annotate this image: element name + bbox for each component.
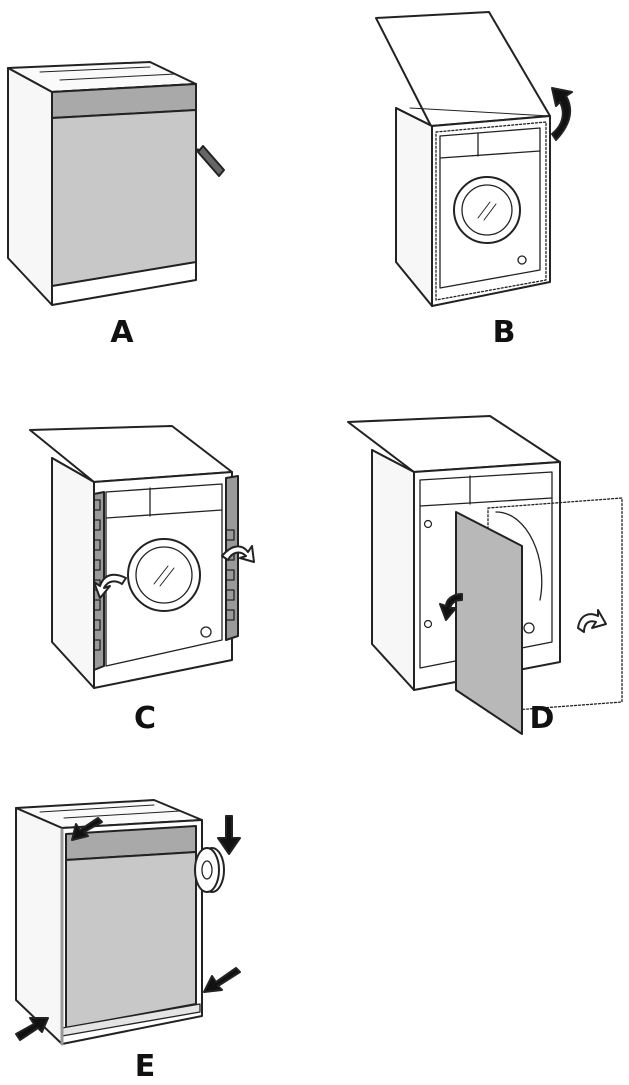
arrow-bottom-left-icon xyxy=(15,1017,49,1041)
panel-d-door-panel xyxy=(455,511,523,735)
swing-left-arrow-icon xyxy=(439,593,463,621)
panel-c-illustration xyxy=(29,425,255,689)
arrow-down-icon xyxy=(217,815,241,855)
panel-d-cabinet-side xyxy=(371,449,415,691)
panel-e-cabinet-side xyxy=(15,807,63,1045)
panel-e-illustration xyxy=(15,799,241,1046)
panel-e-label: E xyxy=(135,1049,156,1084)
panel-d-label: D xyxy=(530,701,555,736)
swing-right-arrow-icon xyxy=(577,609,607,633)
panel-c-cabinet-side xyxy=(51,457,95,689)
panel-a-illustration xyxy=(7,61,225,306)
rotate-left-arrow-icon xyxy=(93,573,127,599)
arrow-bottom-right-icon xyxy=(203,967,241,993)
screwdriver-icon xyxy=(196,145,225,177)
rotate-right-arrow-icon xyxy=(221,545,255,563)
arrow-top-left-icon xyxy=(71,817,103,841)
panel-e-front-panel xyxy=(65,851,197,1029)
panel-b-label: B xyxy=(493,315,516,350)
right-hinge-strip xyxy=(225,475,239,641)
lift-arrow-icon xyxy=(551,87,573,141)
panel-b-cabinet-side xyxy=(395,107,433,307)
tape-roll-icon xyxy=(194,847,225,893)
panel-c-label: C xyxy=(134,701,156,736)
panel-a-label: A xyxy=(110,315,134,350)
panel-a-front-panel xyxy=(51,109,197,287)
left-hinge-strip xyxy=(93,491,105,671)
panel-b-illustration xyxy=(375,11,573,307)
panel-a-cabinet-side xyxy=(7,67,53,306)
panel-b-raised-lid xyxy=(375,11,551,127)
panel-d-illustration xyxy=(347,415,623,735)
